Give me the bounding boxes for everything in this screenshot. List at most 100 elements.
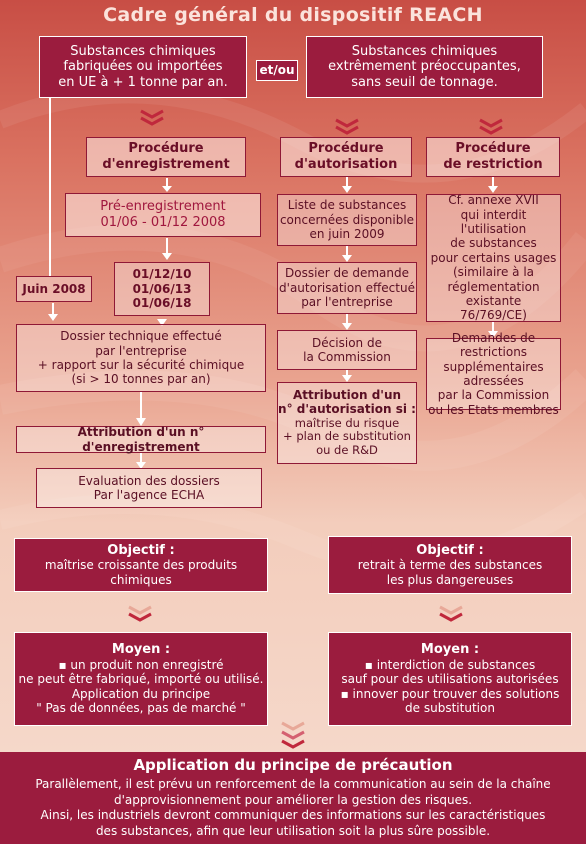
chevron-down-icon (281, 721, 305, 749)
moyen-line: sauf pour des utilisations autorisées (341, 672, 559, 687)
dossier-technique-box: Dossier technique effectué par l'entrepr… (16, 324, 266, 392)
decision-line: Décision de (312, 335, 382, 350)
liste-line: en juin 2009 (309, 227, 385, 242)
precaution-title: Application du principe de précaution (133, 756, 453, 774)
objectif-title: Objectif : (416, 542, 484, 558)
attribution-label: Attribution d'un n° d'enregistrement (77, 425, 205, 454)
dossier-line: Dossier technique effectué (60, 329, 222, 344)
page-title: Cadre général du dispositif REACH (103, 4, 483, 26)
moyen-line: ▪ un produit non enregistré (58, 658, 224, 673)
moyen-line: " Pas de données, pas de marché " (36, 701, 246, 716)
chevron-down-icon (439, 605, 463, 622)
objectif-line: les plus dangereuses (386, 572, 514, 587)
dossier-line: Dossier de demande (284, 266, 409, 281)
moyen-left: Moyen : ▪ un produit non enregistré ne p… (14, 632, 268, 726)
attribution-autorisation-box: Attribution d'un n° d'autorisation si : … (277, 382, 417, 464)
objectif-text: maîtrise croissante des produits chimiqu… (44, 558, 238, 587)
arrow-down-icon (162, 238, 172, 260)
moyen-title: Moyen : (420, 642, 480, 658)
attribution-line: + plan de substitution (283, 429, 411, 444)
arrow-down-icon (157, 319, 167, 326)
moyen-title: Moyen : (111, 642, 171, 658)
procedure-line: Procédure (308, 141, 384, 157)
chevron-down-icon (128, 605, 152, 622)
objectif-left: Objectif : maîtrise croissante des produ… (14, 538, 268, 592)
precaution-line: Parallèlement, il est prévu un renforcem… (35, 777, 551, 791)
scope-line: sans seuil de tonnage. (351, 74, 498, 90)
liste-substances-box: Liste de substances concernées disponibl… (277, 194, 417, 246)
connector-badge: et/ou (256, 60, 298, 81)
attribution-bold-line: Attribution d'un (292, 387, 402, 402)
demandes-line: ou les Etats membres (428, 402, 559, 417)
annexe-line: qui interdit l'utilisation (460, 207, 527, 237)
demandes-restrictions-box: Demandes de restrictions supplémentaires… (426, 331, 561, 417)
annexe-xvii-box: Cf. annexe XVII qui interdit l'utilisati… (426, 193, 561, 323)
dossier-autorisation-box: Dossier de demande d'autorisation effect… (277, 262, 417, 314)
annexe-line: de substances (450, 236, 537, 251)
decision-line: la Commission (303, 350, 391, 364)
scope-line: Substances chimiques (70, 43, 216, 59)
deadline-date: 01/06/13 (132, 281, 192, 296)
deadline-date: 01/06/18 (132, 296, 192, 311)
deadline-date: 01/12/10 (132, 267, 192, 282)
moyen-line: ne peut être fabriqué, importé ou utilis… (18, 672, 264, 687)
evaluation-line: Par l'agence ECHA (93, 488, 205, 502)
arrow-down-icon (342, 246, 352, 262)
connector-line (49, 98, 51, 276)
procedure-enregistrement: Procédure d'enregistrement (86, 137, 246, 177)
chevron-down-icon (140, 109, 164, 126)
precaution-line: d'approvisionnement pour améliorer la ge… (113, 792, 473, 807)
precaution-line: des substances, afin que leur utilisatio… (95, 823, 491, 838)
liste-line: concernées disponible (279, 212, 415, 227)
attribution-enregistrement-box: Attribution d'un n° d'enregistrement (16, 425, 266, 454)
procedure-line: d'enregistrement (102, 157, 230, 172)
arrow-down-icon (342, 177, 352, 193)
procedure-line: de restriction (443, 157, 543, 172)
precaution-line: Ainsi, les industriels devront communiqu… (40, 808, 546, 823)
arrow-down-icon (48, 303, 58, 321)
procedure-line: Procédure (128, 141, 204, 157)
scope-box-svhc: Substances chimiques extrêmement préoccu… (306, 36, 543, 98)
attribution-bold-line: n° d'autorisation si : (278, 402, 416, 417)
scope-line: Substances chimiques (351, 43, 498, 59)
evaluation-line: Evaluation des dossiers (78, 473, 220, 488)
scope-line: en UE à + 1 tonne par an. (58, 74, 228, 90)
dossier-line: d'autorisation effectué (279, 280, 415, 295)
scope-line: fabriquées ou importées (63, 59, 223, 75)
attribution-line: maîtrise du risque (294, 415, 400, 430)
scope-box-tonnage: Substances chimiques fabriquées ou impor… (39, 36, 247, 98)
juin-2008-label: Juin 2008 (22, 281, 86, 296)
demandes-line: par la Commission (437, 388, 550, 403)
moyen-line: de substitution (405, 701, 495, 716)
procedure-autorisation: Procédure d'autorisation (280, 137, 412, 177)
liste-line: Liste de substances (287, 198, 407, 213)
moyen-line: ▪ innover pour trouver des solutions (340, 686, 560, 701)
scope-line: extrêmement préoccupantes, (328, 59, 521, 75)
precaution-band: Application du principe de précaution Pa… (0, 752, 586, 844)
decision-box: Décision de la Commission (277, 330, 417, 370)
moyen-right: Moyen : ▪ interdiction de substances sau… (328, 632, 572, 726)
arrow-down-icon (136, 392, 146, 426)
annexe-line: (similaire à la (452, 265, 535, 280)
attribution-line: ou de R&D (316, 443, 378, 458)
arrow-down-icon (136, 453, 146, 469)
procedure-line: Procédure (455, 141, 531, 157)
moyen-line: Application du principe (71, 686, 211, 701)
arrow-down-icon (488, 322, 498, 338)
objectif-right: Objectif : retrait à terme des substance… (328, 536, 572, 594)
objectif-line: retrait à terme des substances (357, 558, 543, 573)
juin-2008-box: Juin 2008 (16, 276, 92, 302)
dossier-line: par l'entreprise (301, 295, 393, 310)
deadline-dates-box: 01/12/10 01/06/13 01/06/18 (114, 262, 210, 316)
annexe-line: Cf. annexe XVII (448, 193, 539, 208)
pre-enregistrement-label: Pré-enregistrement (100, 199, 226, 215)
evaluation-box: Evaluation des dossiers Par l'agence ECH… (36, 468, 262, 508)
demandes-line: supplémentaires adressées (443, 359, 544, 388)
annexe-line: 76/769/CE) (460, 308, 527, 323)
dossier-line: (si > 10 tonnes par an) (71, 372, 211, 387)
arrow-down-icon (342, 314, 352, 330)
arrow-down-icon (342, 370, 352, 382)
pre-enregistrement-box: Pré-enregistrement 01/06 - 01/12 2008 (65, 193, 261, 237)
annexe-line: réglementation existante (447, 279, 540, 308)
